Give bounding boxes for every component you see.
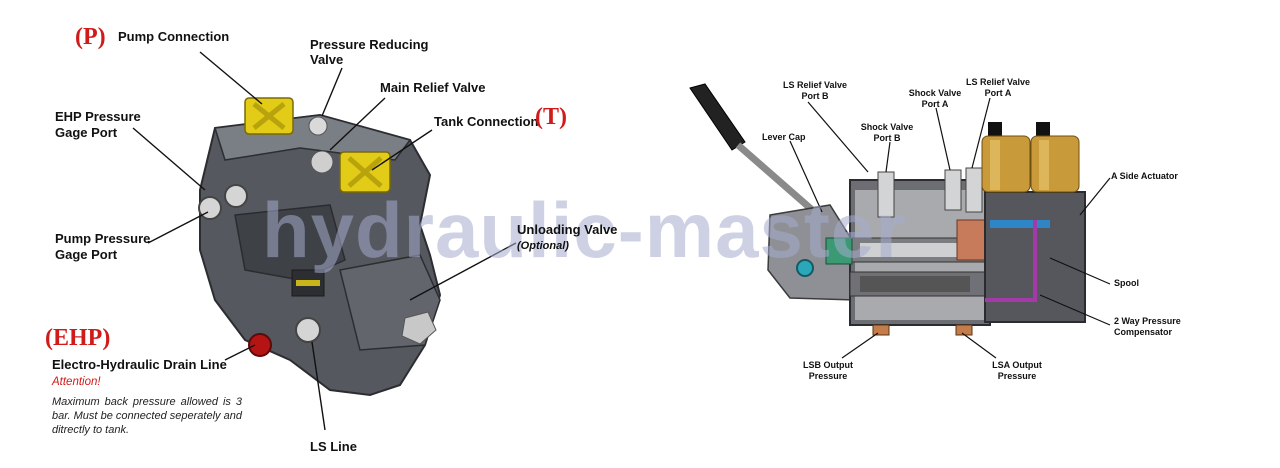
- lsa-output-label: LSA Output Pressure: [988, 360, 1046, 382]
- tank-connection-cap: [339, 151, 391, 193]
- ehp-gage-port-label-line2: Gage Port: [55, 125, 118, 140]
- actuator-coils: [981, 122, 1080, 193]
- pump-connection-cap: [244, 97, 294, 135]
- lsb-output-label: LSB Output Pressure: [800, 360, 856, 382]
- ls-relief-port-b-label: LS Relief Valve Port B: [780, 80, 850, 102]
- tank-connection-label: Tank Connection: [434, 114, 539, 129]
- ls-relief-port-b-line1: LS Relief Valve: [782, 80, 848, 90]
- ls-line-label: LS Line: [310, 439, 357, 454]
- ehp-port-tag: (EHP): [45, 325, 111, 351]
- ls-relief-port-a-line2: Port A: [984, 88, 1012, 98]
- pressure-compensator-line2: Compensator: [1114, 327, 1173, 337]
- unloading-valve-optional: (Optional): [517, 240, 569, 252]
- lsa-output-line2: Pressure: [997, 371, 1037, 381]
- pump-port-tag: (P): [75, 24, 106, 50]
- pump-gage-port-label-line2: Gage Port: [55, 247, 118, 262]
- shock-valve-port-a-label: Shock Valve Port A: [908, 88, 962, 110]
- left-valve-illustration: [198, 97, 442, 397]
- shock-valve-port-a-line2: Port A: [921, 99, 949, 109]
- lever-cap-label: Lever Cap: [762, 132, 806, 142]
- pressure-compensator-line1: 2 Way Pressure: [1114, 316, 1181, 326]
- pressure-reducing-label-line2: Valve: [310, 52, 344, 67]
- ls-relief-port-b-line2: Port B: [801, 91, 829, 101]
- pressure-reducing-label-line1: Pressure Reducing: [310, 37, 429, 52]
- ls-relief-port-a-line1: LS Relief Valve: [966, 77, 1031, 87]
- lsb-output-line1: LSB Output: [803, 360, 853, 370]
- watermark: hydraulic-master: [262, 186, 907, 274]
- unloading-valve-label: Unloading Valve: [517, 222, 618, 237]
- attention-label: Attention!: [52, 376, 101, 388]
- spool-label: Spool: [1114, 278, 1139, 288]
- lsa-output-line1: LSA Output: [992, 360, 1042, 370]
- pump-connection-label: Pump Connection: [118, 29, 230, 44]
- ehp-gage-port-label-line1: EHP Pressure: [55, 109, 141, 124]
- a-side-actuator-label: A Side Actuator: [1111, 171, 1178, 181]
- pressure-compensator-label: 2 Way Pressure Compensator: [1114, 316, 1181, 338]
- right-valve-illustration: [689, 83, 1086, 336]
- main-relief-valve-label: Main Relief Valve: [380, 80, 486, 95]
- right-leader-lines: [789, 97, 1111, 359]
- left-leader-lines: [132, 51, 517, 431]
- shock-valve-port-b-label: Shock Valve Port B: [860, 122, 914, 144]
- drain-line-note: Maximum back pressure allowed is 3 bar. …: [52, 396, 242, 436]
- lsb-output-line2: Pressure: [808, 371, 848, 381]
- ls-relief-port-a-label: LS Relief Valve Port A: [966, 77, 1030, 99]
- shock-valve-port-b-line1: Shock Valve: [860, 122, 914, 132]
- tank-port-tag: (T): [535, 104, 567, 130]
- drain-line-label: Electro-Hydraulic Drain Line: [52, 357, 227, 372]
- shock-valve-port-a-line1: Shock Valve: [908, 88, 962, 98]
- pump-gage-port-label-line1: Pump Pressure: [55, 231, 151, 246]
- shock-valve-port-b-line2: Port B: [873, 133, 901, 143]
